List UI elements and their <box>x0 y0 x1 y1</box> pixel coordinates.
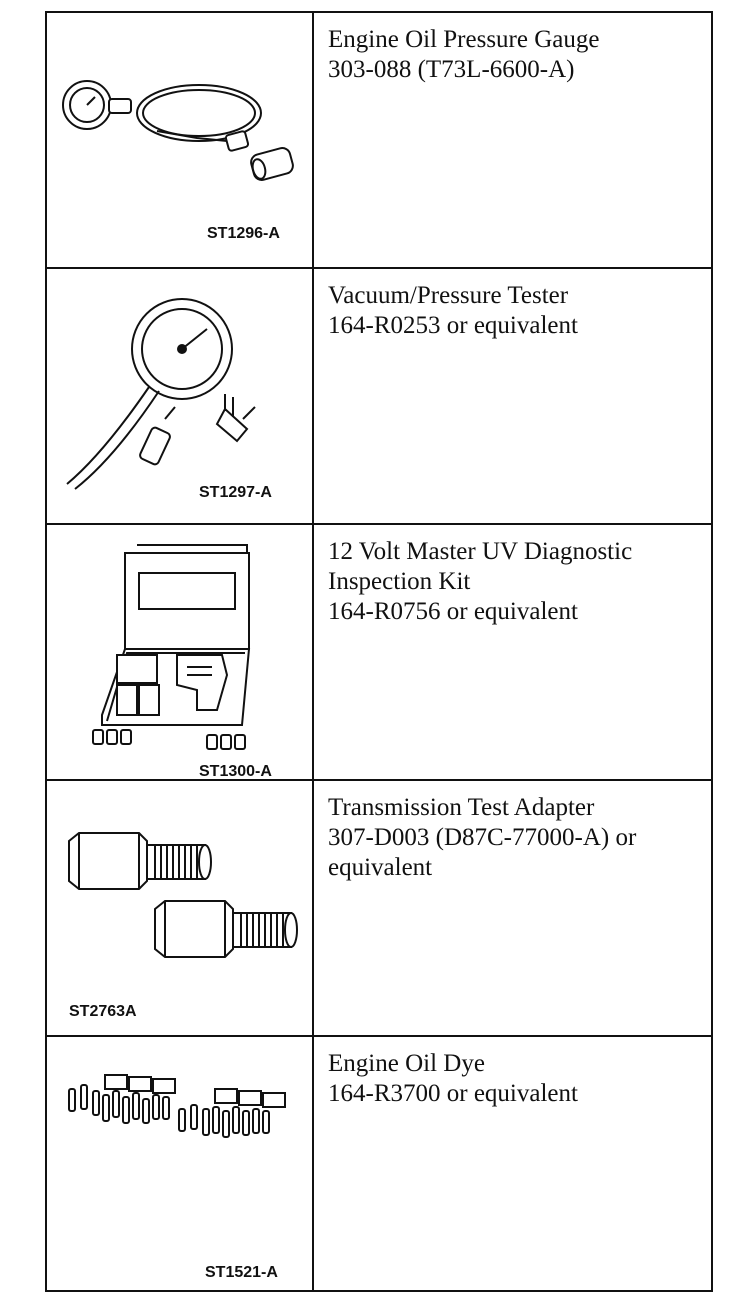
tool-name: 12 Volt Master UV Diagnostic <box>328 538 633 565</box>
tool-row: ST1297-A Vacuum/Pressure Tester 164-R025… <box>47 269 711 525</box>
tool-row: ST2763A Transmission Test Adapter 307-D0… <box>47 781 711 1037</box>
tool-name-continued: Inspection Kit <box>328 568 471 595</box>
illustration-ref-code: ST1296-A <box>207 225 280 242</box>
oil-pressure-gauge-icon <box>47 13 312 267</box>
tool-name: Engine Oil Dye <box>328 1050 485 1077</box>
tool-row: ST1296-A Engine Oil Pressure Gauge 303-0… <box>47 13 711 269</box>
uv-inspection-kit-icon <box>47 525 312 779</box>
tool-part-number: 164-R0253 or equivalent <box>328 312 578 339</box>
tool-name: Transmission Test Adapter <box>328 794 595 821</box>
tool-illustration-cell: ST1521-A <box>47 1037 314 1292</box>
tool-description: Engine Oil Pressure Gauge 303-088 (T73L-… <box>316 13 711 267</box>
tool-part-number: 307-D003 (D87C-77000-A) or <box>328 824 637 851</box>
tool-name: Vacuum/Pressure Tester <box>328 282 569 309</box>
tool-illustration-cell: ST1297-A <box>47 269 314 523</box>
vacuum-pressure-tester-icon <box>47 269 312 523</box>
illustration-ref-code: ST1521-A <box>205 1264 278 1281</box>
tool-illustration-cell: ST1296-A <box>47 13 314 267</box>
tool-row: ST1521-A Engine Oil Dye 164-R3700 or equ… <box>47 1037 711 1292</box>
special-tools-table: ST1296-A Engine Oil Pressure Gauge 303-0… <box>45 11 713 1292</box>
tool-row: ST1300-A 12 Volt Master UV Diagnostic In… <box>47 525 711 781</box>
tool-part-number: 303-088 (T73L-6600-A) <box>328 56 575 83</box>
illustration-ref-code: ST1300-A <box>199 763 272 780</box>
test-adapter-icon <box>47 781 312 1035</box>
tool-illustration-cell: ST2763A <box>47 781 314 1035</box>
tool-part-number: 164-R0756 or equivalent <box>328 598 578 625</box>
tool-description: 12 Volt Master UV Diagnostic Inspection … <box>316 525 711 779</box>
illustration-ref-code: ST2763A <box>69 1003 137 1020</box>
tool-description: Transmission Test Adapter 307-D003 (D87C… <box>316 781 711 1035</box>
tool-illustration-cell: ST1300-A <box>47 525 314 780</box>
oil-dye-bottles-icon <box>47 1037 312 1291</box>
tool-name: Engine Oil Pressure Gauge <box>328 26 600 53</box>
tool-description: Vacuum/Pressure Tester 164-R0253 or equi… <box>316 269 711 523</box>
tool-part-number-continued: equivalent <box>328 854 433 881</box>
tool-part-number: 164-R3700 or equivalent <box>328 1080 578 1107</box>
tool-description: Engine Oil Dye 164-R3700 or equivalent <box>316 1037 711 1292</box>
illustration-ref-code: ST1297-A <box>199 484 272 501</box>
